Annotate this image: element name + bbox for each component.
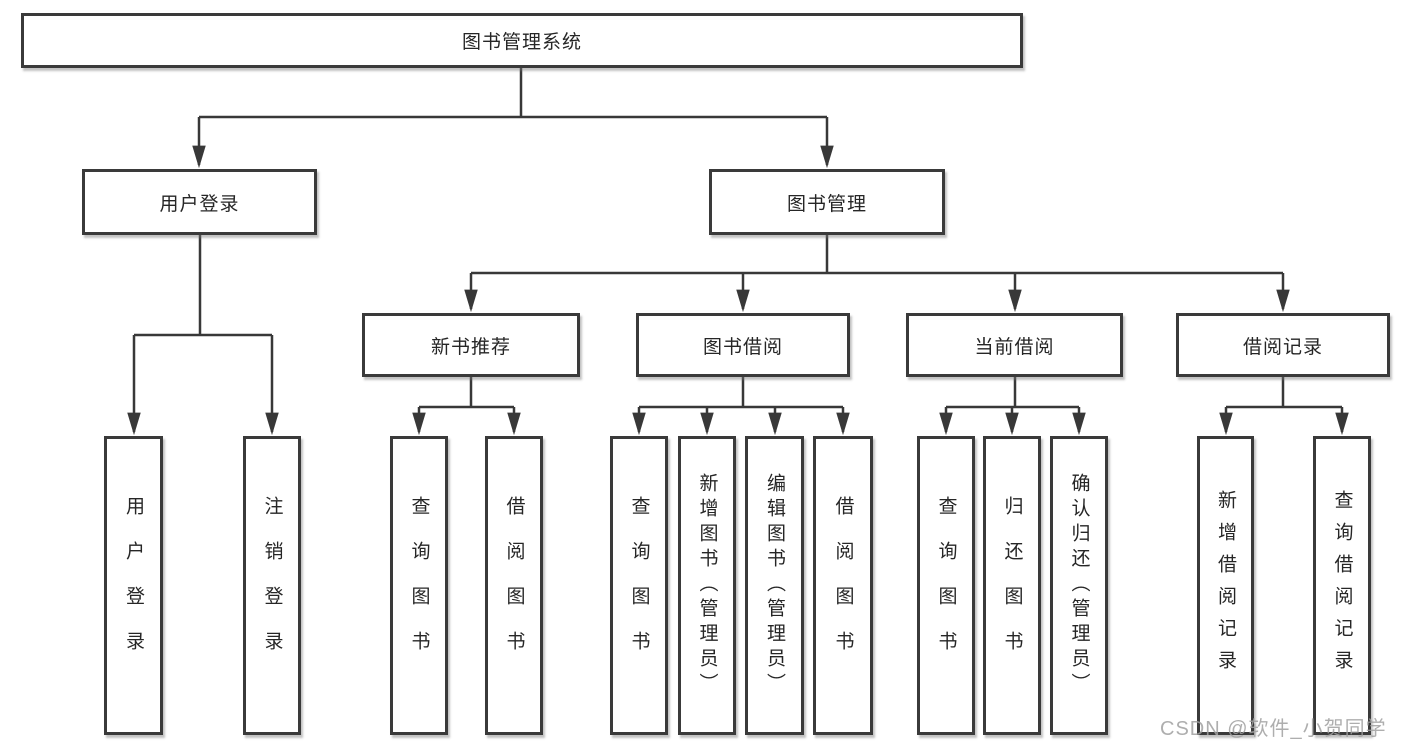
leaf-query-borrow-record: 查询借阅记录 [1313,436,1371,735]
leaf-confirm-return-admin-label: 确认归还（管理员） [1068,473,1090,698]
leaf-query-books-borrow: 查询图书 [610,436,668,735]
leaf-query-books-borrow-label: 查询图书 [628,495,650,676]
csdn-watermark: CSDN @软件_小贺同学 [1160,718,1387,740]
leaf-logout-label: 注销登录 [261,495,283,676]
node-current-borrow: 当前借阅 [906,313,1123,377]
node-borrow-records: 借阅记录 [1176,313,1390,377]
leaf-borrow-books-label: 借阅图书 [832,495,854,676]
node-new-book-recommend: 新书推荐 [362,313,580,377]
branch-new-book-rec [419,377,514,409]
leaf-add-borrow-record: 新增借阅记录 [1197,436,1254,735]
leaf-query-borrow-record-label: 查询借阅记录 [1331,489,1353,682]
leaf-return-books-label: 归还图书 [1001,495,1023,676]
leaf-query-books-rec: 查询图书 [390,436,448,735]
leaf-return-books: 归还图书 [983,436,1041,735]
leaf-user-login: 用户登录 [104,436,163,735]
leaf-edit-books-admin-label: 编辑图书（管理员） [764,473,785,698]
branch-book-mgmt [471,235,1283,275]
node-current-borrow-label: 当前借阅 [974,336,1055,358]
node-new-book-recommend-label: 新书推荐 [430,336,511,358]
branch-current-borrow [946,377,1079,409]
branch-root [199,68,827,119]
leaf-borrow-books-rec: 借阅图书 [485,436,543,735]
leaf-edit-books-admin: 编辑图书（管理员） [745,436,804,735]
node-book-borrow: 图书借阅 [636,313,850,377]
leaf-logout: 注销登录 [243,436,301,735]
node-book-management-label: 图书管理 [786,193,867,215]
leaf-add-books-admin-label: 新增图书（管理员） [696,473,718,698]
leaf-query-books-current: 查询图书 [917,436,975,735]
branch-borrow-records [1226,377,1342,409]
branch-user-login [134,235,272,337]
node-library-system-label: 图书管理系统 [461,32,582,53]
leaf-user-login-label: 用户登录 [123,495,144,676]
node-user-login: 用户登录 [82,169,317,235]
leaf-query-books-current-label: 查询图书 [935,495,957,676]
node-book-borrow-label: 图书借阅 [702,336,783,358]
leaf-borrow-books: 借阅图书 [813,436,873,735]
node-library-system: 图书管理系统 [21,13,1023,68]
leaf-add-books-admin: 新增图书（管理员） [678,436,736,735]
leaf-add-borrow-record-label: 新增借阅记录 [1215,489,1236,682]
leaf-borrow-books-rec-label: 借阅图书 [503,495,525,676]
leaf-query-books-rec-label: 查询图书 [408,495,430,676]
node-user-login-label: 用户登录 [159,193,240,215]
leaf-confirm-return-admin: 确认归还（管理员） [1050,436,1108,735]
node-book-management: 图书管理 [709,169,945,235]
branch-book-borrow [639,377,843,409]
node-borrow-records-label: 借阅记录 [1242,336,1323,358]
